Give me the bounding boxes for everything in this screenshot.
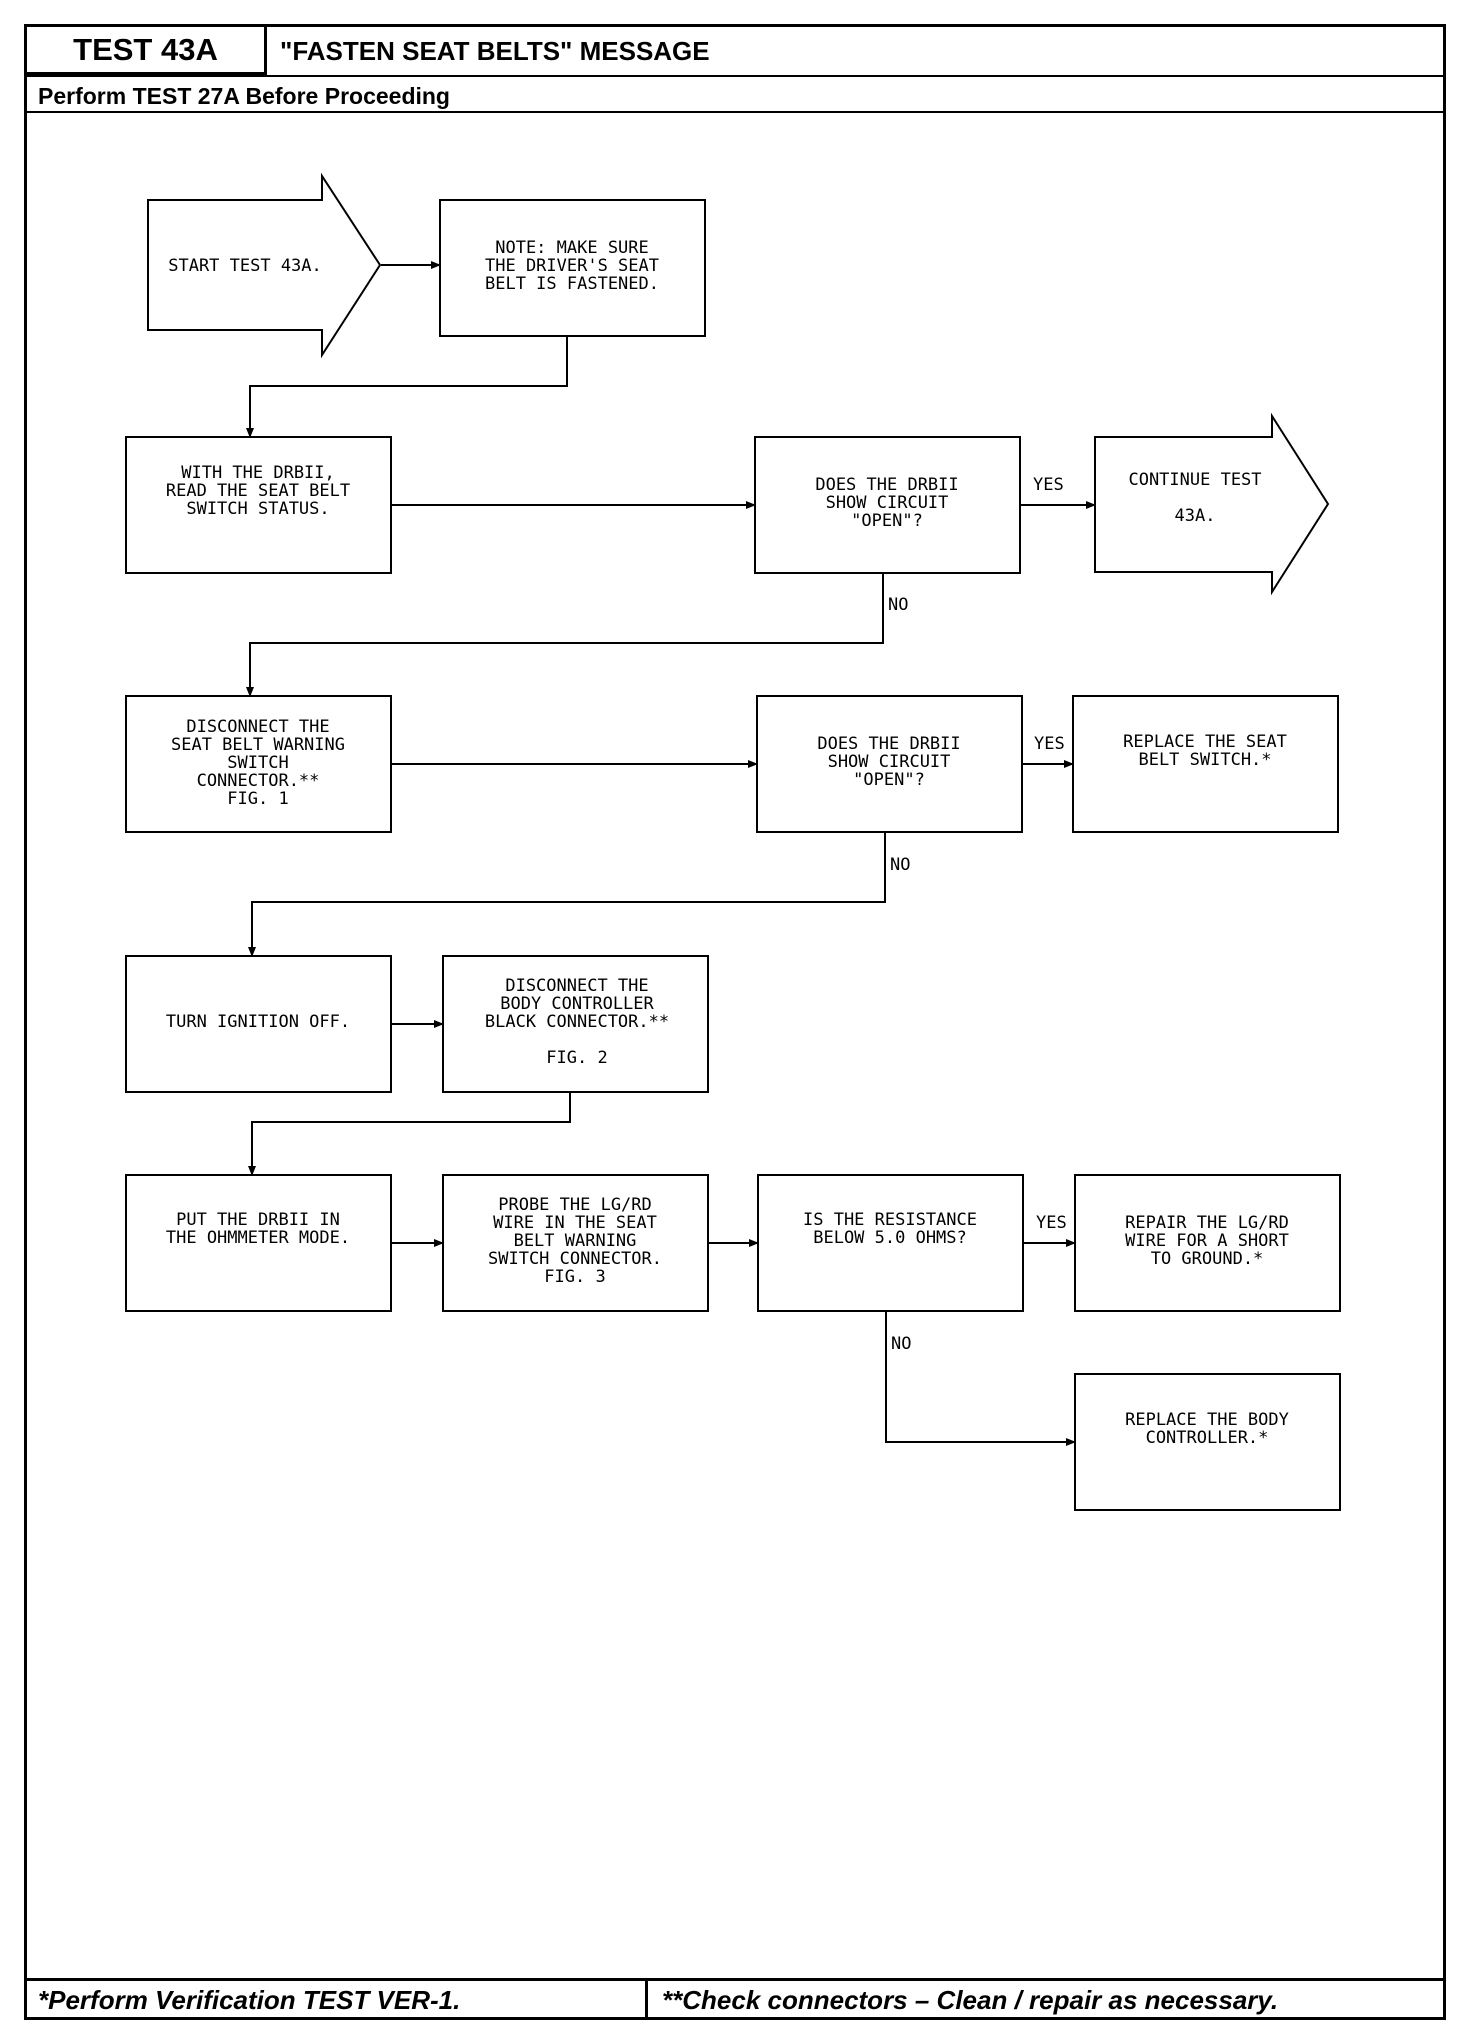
q1-text-line: DOES THE DRBII (815, 475, 958, 495)
replace-controller-text-line: REPLACE THE BODY (1125, 1410, 1289, 1430)
read-status-text-line: WITH THE DRBII, (181, 463, 335, 483)
repair-wire-box (1074, 1174, 1341, 1312)
start-text: START TEST 43A. (168, 256, 322, 276)
read-status-box (125, 436, 392, 574)
q3-no-label: NO (891, 1334, 911, 1354)
q2-text-line: "OPEN"? (853, 770, 925, 790)
ohmmeter-text-line: THE OHMMETER MODE. (166, 1228, 350, 1248)
repair-wire-text-line: TO GROUND.* (1151, 1249, 1264, 1269)
footer-connector-note: **Check connectors – Clean / repair as n… (662, 1984, 1279, 2015)
disconnect-switch-box (125, 695, 392, 833)
disconnect-switch-text-line: SWITCH (227, 753, 288, 773)
ohmmeter-text-line: PUT THE DRBII IN (176, 1210, 340, 1230)
q3-decision-box (757, 1174, 1024, 1312)
q2-yes-label: YES (1034, 734, 1065, 754)
read-status-text: WITH THE DRBII,READ THE SEAT BELTSWITCH … (166, 463, 350, 519)
replace-switch-text-line: BELT SWITCH.* (1138, 750, 1271, 770)
disconnect-controller-text-line: FIG. 2 (546, 1048, 607, 1068)
probe-text-line: FIG. 3 (544, 1267, 605, 1287)
continue-text-line: CONTINUE TEST (1128, 470, 1261, 490)
connector-q1-no (246, 573, 884, 697)
note-text-line: BELT IS FASTENED. (485, 274, 659, 294)
start-text-line: START TEST 43A. (168, 256, 322, 276)
repair-wire-text-line: WIRE FOR A SHORT (1125, 1231, 1289, 1251)
subheader-divider (27, 111, 1443, 113)
page-title: "FASTEN SEAT BELTS" MESSAGE (280, 35, 710, 66)
q3-text-line: IS THE RESISTANCE (803, 1210, 977, 1230)
q1-decision-box (754, 436, 1021, 574)
q2-no-label: NO (890, 855, 910, 875)
q2-text-line: DOES THE DRBII (817, 734, 960, 754)
disconnect-controller-text-line: BLACK CONNECTOR.** (485, 1012, 669, 1032)
test-id: TEST 43A (27, 27, 267, 75)
ohmmeter-box (125, 1174, 392, 1312)
probe-text-line: WIRE IN THE SEAT (493, 1213, 657, 1233)
q3-yes-label: YES (1036, 1213, 1067, 1233)
disconnect-controller-text-line: BODY CONTROLLER (500, 994, 654, 1014)
note-text-line: NOTE: MAKE SURE (495, 238, 649, 258)
connector-q2-no (248, 832, 886, 957)
probe-text-line: BELT WARNING (514, 1231, 637, 1251)
probe-box (442, 1174, 709, 1312)
read-status-text-line: SWITCH STATUS. (186, 499, 329, 519)
start-arrow-shape (147, 172, 382, 359)
disconnect-switch-text-line: CONNECTOR.** (197, 771, 320, 791)
replace-switch-box (1072, 695, 1339, 833)
probe-text-line: SWITCH CONNECTOR. (488, 1249, 662, 1269)
q2-decision-box (756, 695, 1023, 833)
continue-text-line: 43A. (1175, 506, 1216, 526)
q3-text-line: BELOW 5.0 OHMS? (813, 1228, 967, 1248)
q1-no-label: NO (888, 595, 908, 615)
replace-switch-text-line: REPLACE THE SEAT (1123, 732, 1287, 752)
connector-controller-to-ohmmeter (248, 1092, 571, 1176)
prerequisite-note: Perform TEST 27A Before Proceeding (38, 82, 450, 109)
probe-text-line: PROBE THE LG/RD (498, 1195, 652, 1215)
replace-controller-text-line: CONTROLLER.* (1146, 1428, 1269, 1448)
q1-text-line: SHOW CIRCUIT (826, 493, 949, 513)
disconnect-switch-text-line: DISCONNECT THE (186, 717, 329, 737)
continue-arrow-shape (1094, 412, 1330, 596)
page-frame (24, 24, 1446, 2020)
footer-verification-note: *Perform Verification TEST VER-1. (38, 1984, 461, 2015)
ignition-off-box (125, 955, 392, 1093)
connector-q3-no (885, 1311, 1076, 1446)
disconnect-controller-text-line: DISCONNECT THE (505, 976, 648, 996)
q1-yes-label: YES (1033, 475, 1064, 495)
ignition-off-text-line: TURN IGNITION OFF. (166, 1012, 350, 1032)
ignition-off-text: TURN IGNITION OFF. (166, 1012, 350, 1032)
disconnect-switch-text-line: SEAT BELT WARNING (171, 735, 345, 755)
continue-text: CONTINUE TEST 43A. (1128, 470, 1261, 526)
read-status-text-line: READ THE SEAT BELT (166, 481, 350, 501)
footer-divider (27, 1978, 1443, 1981)
header-divider (27, 75, 1443, 77)
q2-text-line: SHOW CIRCUIT (828, 752, 951, 772)
note-text-line: THE DRIVER'S SEAT (485, 256, 659, 276)
connector-note-to-read (246, 337, 568, 438)
disconnect-switch-text-line: FIG. 1 (227, 789, 288, 809)
replace-controller-box (1074, 1373, 1341, 1511)
repair-wire-text-line: REPAIR THE LG/RD (1125, 1213, 1289, 1233)
footer-separator (645, 1978, 648, 2020)
disconnect-controller-box (442, 955, 709, 1093)
q1-text-line: "OPEN"? (851, 511, 923, 531)
